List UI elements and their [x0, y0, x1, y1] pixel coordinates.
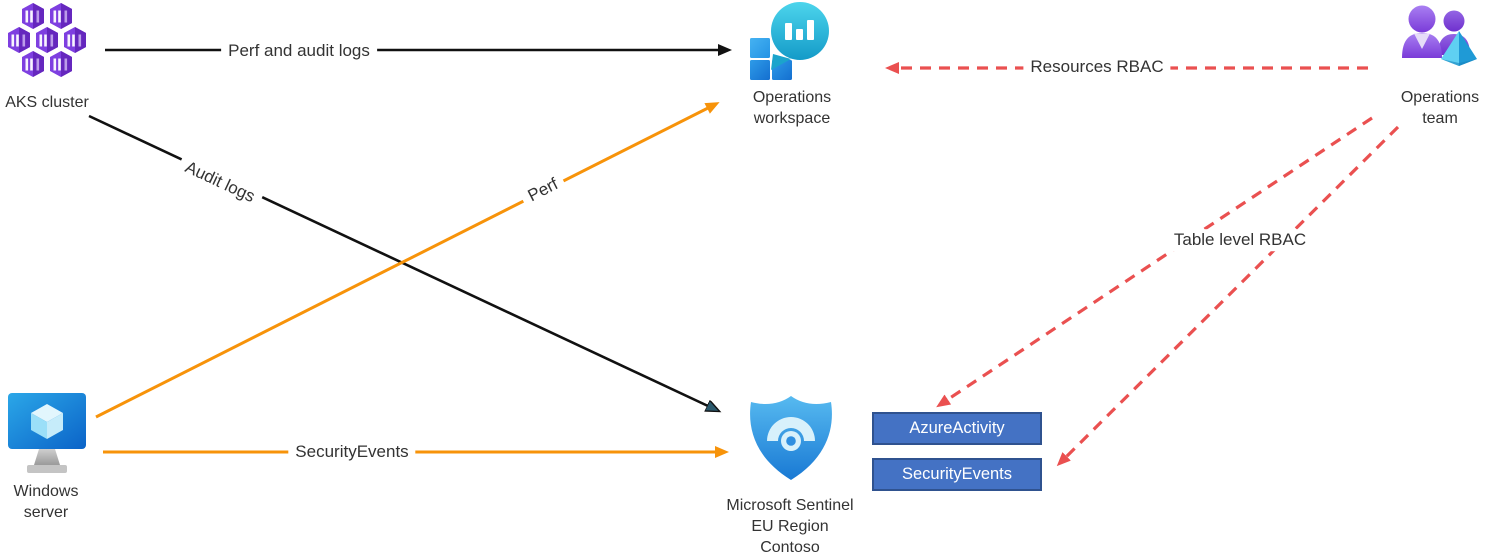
table-level-rbac-arrow-azureactivity	[936, 116, 1373, 408]
sentinel-label-line1: Microsoft Sentinel	[726, 497, 854, 514]
perf-and-audit-logs-label: Perf and audit logs	[221, 40, 377, 62]
operations-team-node	[1395, 2, 1485, 83]
windows-server-icon	[8, 393, 86, 473]
aks-cluster-icon	[8, 3, 86, 77]
operations-workspace-label: Operations workspace	[752, 89, 832, 127]
table-box-azureactivity: AzureActivity	[872, 412, 1042, 445]
windows-server-node	[8, 393, 88, 482]
perf-arrow	[95, 102, 720, 419]
aks-cluster-node	[4, 3, 88, 84]
table-box-securityevents: SecurityEvents	[872, 458, 1042, 491]
microsoft-sentinel-shield-icon	[750, 396, 832, 480]
operations-team-label: Operations team	[1400, 89, 1480, 127]
aks-cluster-label: AKS cluster	[5, 94, 89, 111]
table-level-rbac-arrow-securityevents	[1056, 125, 1400, 467]
sentinel-label-line2: EU Region	[751, 518, 829, 535]
operations-team-icon	[1402, 5, 1477, 66]
log-analytics-workspace-icon	[750, 2, 829, 80]
table-level-rbac-label: Table level RBAC	[1166, 229, 1314, 251]
operations-workspace-node	[745, 2, 835, 87]
microsoft-sentinel-label: Microsoft Sentinel EU Region Contoso	[705, 495, 875, 556]
sentinel-label-line3: Contoso	[760, 539, 820, 556]
windows-server-label: Windows server	[13, 483, 79, 521]
resources-rbac-label: Resources RBAC	[1023, 56, 1171, 78]
microsoft-sentinel-node	[746, 392, 836, 489]
security-events-label: SecurityEvents	[288, 441, 416, 463]
